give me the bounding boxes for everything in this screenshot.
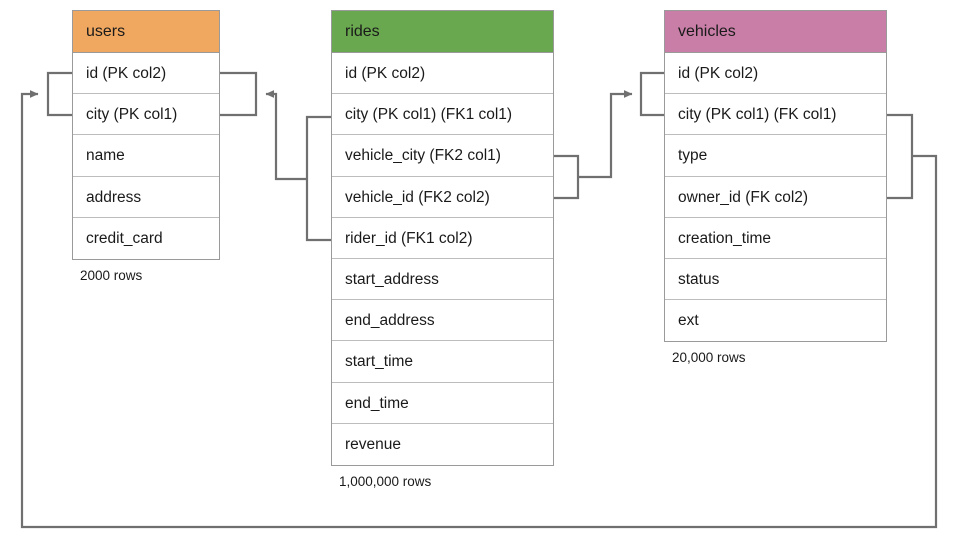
table-vehicles[interactable]: vehicles id (PK col2) city (PK col1) (FK…: [664, 10, 887, 343]
table-users-header: users: [73, 11, 219, 53]
rides-left-bracket: [305, 115, 331, 242]
column-rides-vehicle-id[interactable]: vehicle_id (FK2 col2): [332, 176, 553, 218]
column-rides-end-address[interactable]: end_address: [332, 300, 553, 342]
rides-to-vehicles-link: [578, 90, 633, 179]
rides-to-users-link: [265, 90, 307, 181]
column-rides-city[interactable]: city (PK col1) (FK1 col1): [332, 94, 553, 136]
column-rides-id[interactable]: id (PK col2): [332, 53, 553, 95]
column-vehicles-city[interactable]: city (PK col1) (FK col1): [665, 94, 886, 136]
column-users-id[interactable]: id (PK col2): [73, 53, 219, 95]
column-rides-revenue[interactable]: revenue: [332, 423, 553, 465]
column-rides-rider-id[interactable]: rider_id (FK1 col2): [332, 217, 553, 259]
row-count-rides: 1,000,000 rows: [339, 474, 432, 489]
table-vehicles-header: vehicles: [665, 11, 886, 53]
vehicles-left-bracket: [639, 71, 664, 117]
column-rides-start-address[interactable]: start_address: [332, 258, 553, 301]
users-right-bracket: [220, 71, 258, 117]
column-rides-start-time[interactable]: start_time: [332, 341, 553, 383]
row-count-users: 2000 rows: [80, 268, 143, 283]
rides-right-bracket: [554, 154, 580, 200]
column-vehicles-type[interactable]: type: [665, 135, 886, 177]
column-vehicles-owner-id[interactable]: owner_id (FK col2): [665, 176, 886, 218]
row-count-vehicles: 20,000 rows: [672, 350, 746, 366]
column-vehicles-status[interactable]: status: [665, 258, 886, 301]
column-users-address[interactable]: address: [73, 176, 219, 218]
column-users-credit-card[interactable]: credit_card: [73, 217, 219, 259]
users-left-bracket: [46, 71, 72, 117]
column-rides-vehicle-city[interactable]: vehicle_city (FK2 col1): [332, 135, 553, 177]
column-vehicles-creation-time[interactable]: creation_time: [665, 217, 886, 259]
table-rides[interactable]: rides id (PK col2) city (PK col1) (FK1 c…: [331, 10, 554, 466]
table-users[interactable]: users id (PK col2) city (PK col1) name a…: [72, 10, 220, 260]
column-rides-end-time[interactable]: end_time: [332, 382, 553, 424]
vehicles-right-bracket: [887, 113, 914, 200]
table-rides-header: rides: [332, 11, 553, 53]
column-vehicles-id[interactable]: id (PK col2): [665, 53, 886, 95]
column-users-name[interactable]: name: [73, 135, 219, 177]
column-users-city[interactable]: city (PK col1): [73, 94, 219, 136]
column-vehicles-ext[interactable]: ext: [665, 300, 886, 342]
